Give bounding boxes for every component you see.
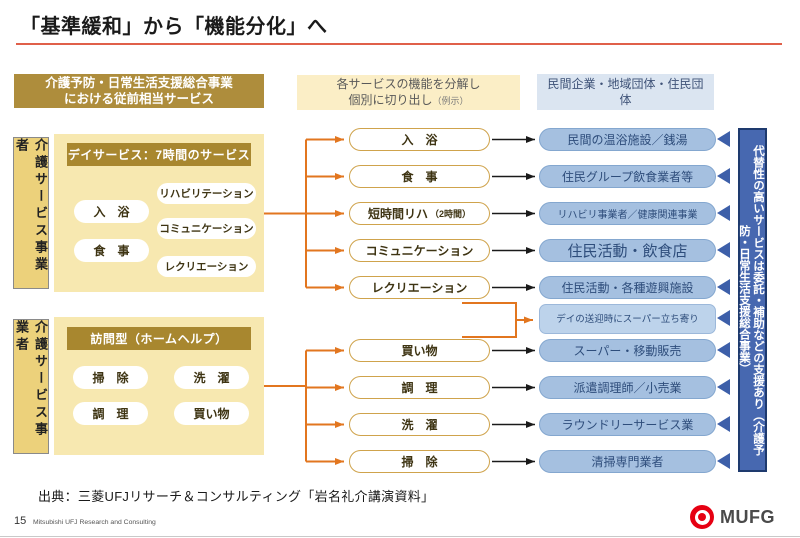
day-service-container: デイサービス：7時間のサービス 入 浴 食 事 リハビリテーション コミュニケー… (54, 134, 264, 292)
header-legacy-line1: 介護予防・日常生活支援総合事業 (45, 76, 233, 90)
function-pill-meal: 食 事 (349, 165, 490, 188)
function-pill-recreation: レクリエーション (349, 276, 490, 299)
title-underline (16, 43, 782, 45)
provider-pill-bathhouse: 民間の温浴施設／銭湯 (539, 128, 716, 151)
day-pill-meal: 食 事 (74, 239, 149, 262)
function-pill-communication: コミュニケーション (349, 239, 490, 262)
triangle-arrow-icon (717, 379, 730, 395)
provider-pill-amusement-facilities: 住民活動・各種遊興施設 (539, 276, 716, 299)
home-help-header: 訪問型（ホームヘルプ） (67, 327, 251, 350)
home-help-container: 訪問型（ホームヘルプ） 掃 除 洗 濯 調 理 買い物 (54, 317, 264, 455)
mufg-logo: MUFG (690, 505, 775, 529)
mufg-logo-text: MUFG (720, 506, 775, 527)
note-supermarket-stopby: デイの送迎時にスーパー立ち寄り (539, 304, 716, 334)
home-pill-laundry: 洗 濯 (174, 366, 249, 389)
page-title: 「基準緩和」から「機能分化」へ (20, 16, 328, 38)
provider-pill-laundry-service: ラウンドリーサービス業 (539, 413, 716, 436)
function-pill-shopping: 買い物 (349, 339, 490, 362)
triangle-arrow-icon (717, 310, 730, 326)
home-pill-shopping: 買い物 (174, 402, 249, 425)
provider-pill-supermarket: スーパー・移動販売 (539, 339, 716, 362)
triangle-arrow-icon (717, 131, 730, 147)
provider-pill-resident-restaurants: 住民グループ飲食業者等 (539, 165, 716, 188)
header-decompose-line2-text: 個別に切り出し (348, 93, 433, 107)
provider-pill-dispatch-cooks: 派遣調理師／小売業 (539, 376, 716, 399)
day-pill-rehabilitation: リハビリテーション (157, 183, 256, 204)
day-pill-bathing: 入 浴 (74, 200, 149, 223)
home-pill-cooking: 調 理 (73, 402, 148, 425)
function-pill-laundry: 洗 濯 (349, 413, 490, 436)
provider-pill-cleaning-companies: 清掃専門業者 (539, 450, 716, 473)
triangle-arrow-icon (717, 342, 730, 358)
home-pill-cleaning: 掃 除 (73, 366, 148, 389)
provider-pill-community-restaurants: 住民活動・飲食店 (539, 239, 716, 262)
triangle-arrow-icon (717, 279, 730, 295)
company-name: Mitsubishi UFJ Research and Consulting (33, 519, 156, 526)
provider-pill-rehab-health: リハビリ事業者／健康関連事業 (539, 202, 716, 225)
header-decompose: 各サービスの機能を分解し 個別に切り出し（例示） (297, 75, 520, 110)
source-citation: 出典：三菱UFJリサーチ＆コンサルティング「岩名礼介講演資料」 (38, 489, 435, 504)
header-private-organizations-text: 民間企業・地域団体・住民団体 (547, 77, 704, 107)
function-pill-bathing: 入 浴 (349, 128, 490, 151)
substitutable-services-bar: 代替性の高いサービスは委託・補助などの支援あり（介護予防・日常生活支援総合事業） (738, 128, 767, 472)
side-label-care-provider-2: 介護サービス事業者 (13, 319, 49, 454)
function-pill-short-rehab-note: （2時間） (430, 209, 472, 219)
footer-divider (0, 536, 800, 537)
header-decompose-note: （例示） (432, 96, 469, 106)
header-decompose-line2: 個別に切り出し（例示） (297, 92, 520, 109)
triangle-arrow-icon (717, 453, 730, 469)
header-legacy-line2: における従前相当サービス (63, 92, 214, 106)
day-pill-recreation: レクリエーション (157, 256, 256, 277)
header-decompose-line1: 各サービスの機能を分解し (336, 77, 481, 91)
header-private-organizations: 民間企業・地域団体・住民団体 (537, 74, 714, 110)
mufg-circle-icon (690, 505, 714, 529)
side-label-care-provider-1: 介護サービス事業者 (13, 137, 49, 289)
function-pill-cooking: 調 理 (349, 376, 490, 399)
header-legacy-services: 介護予防・日常生活支援総合事業 における従前相当サービス (14, 74, 264, 108)
triangle-arrow-icon (717, 416, 730, 432)
day-service-header: デイサービス：7時間のサービス (67, 143, 251, 166)
page-number: 15 (14, 515, 27, 527)
function-pill-short-rehab-label: 短時間リハ (367, 207, 428, 221)
triangle-arrow-icon (717, 242, 730, 258)
day-pill-communication: コミュニケーション (157, 218, 256, 239)
function-pill-short-rehab: 短時間リハ（2時間） (349, 202, 490, 225)
triangle-arrow-icon (717, 168, 730, 184)
function-pill-cleaning: 掃 除 (349, 450, 490, 473)
triangle-arrow-icon (717, 205, 730, 221)
